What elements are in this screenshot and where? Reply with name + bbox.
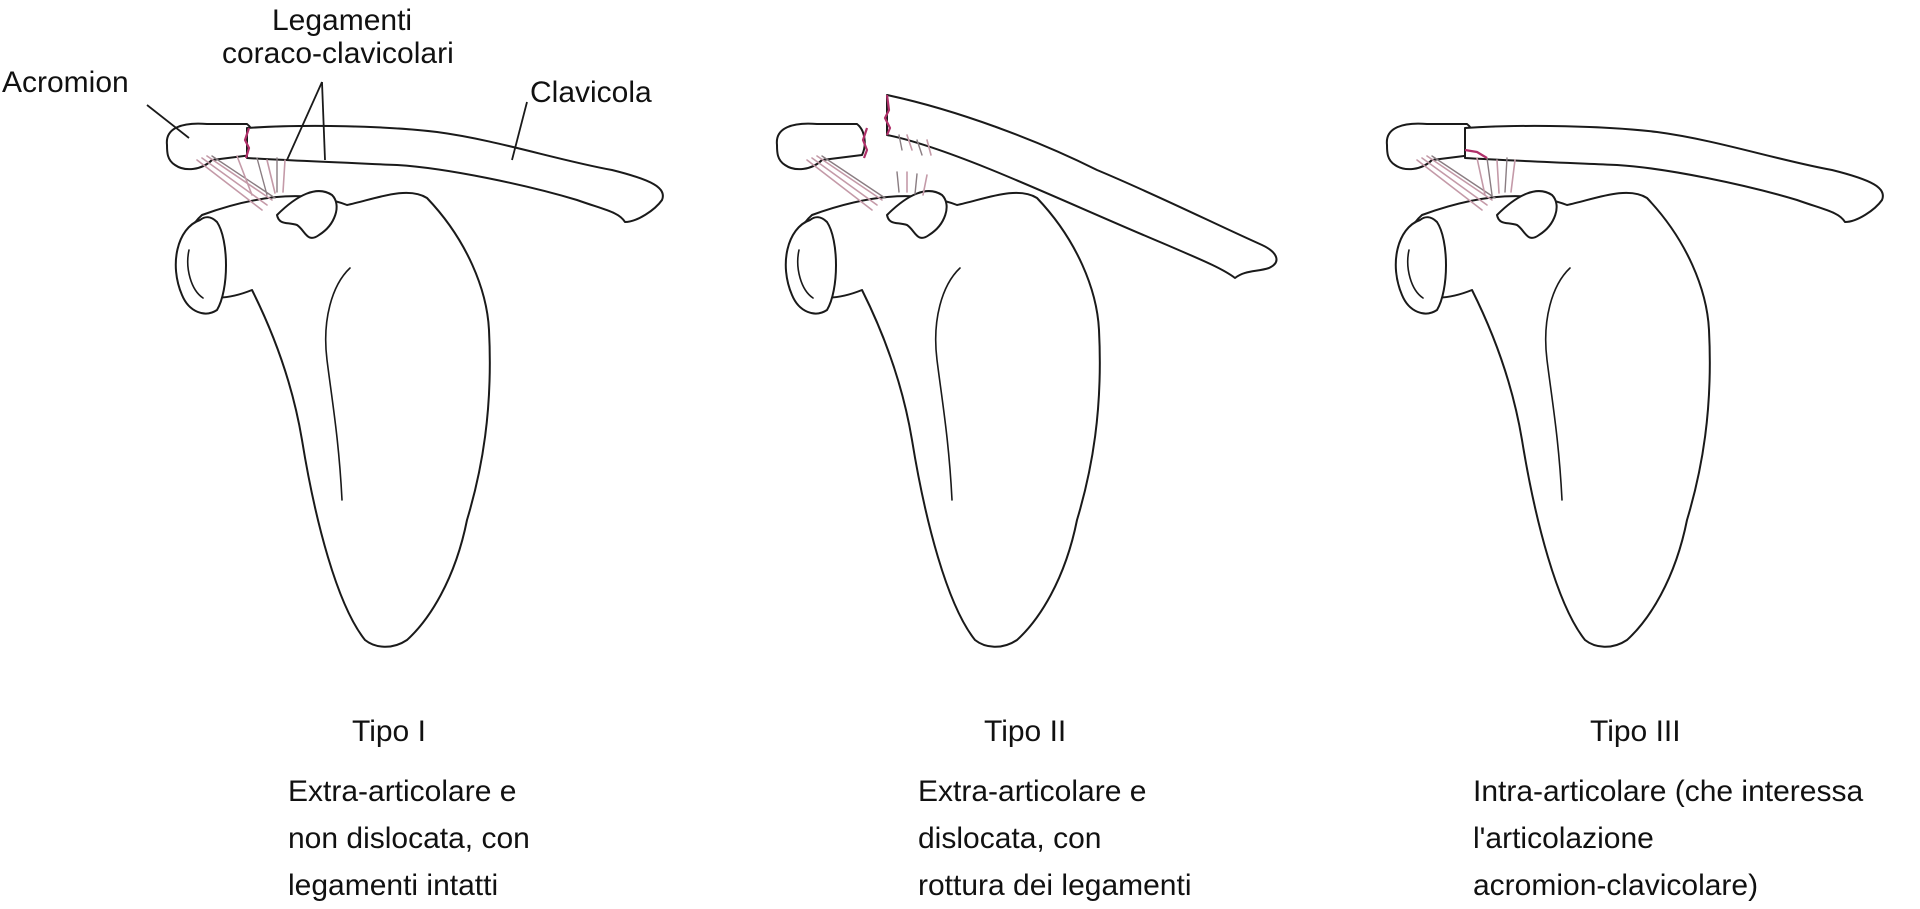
clavicle-shape [1464, 124, 1884, 223]
label-ligaments-line1: Legamenti [272, 4, 413, 37]
label-clavicle: Clavicola [530, 76, 652, 109]
ligament-fibers [196, 155, 286, 211]
fracture-line [883, 94, 892, 136]
panel-3-title: Tipo III [1590, 715, 1681, 748]
fracture-line [1464, 148, 1488, 159]
fracture-line [243, 127, 251, 159]
clavicle-shape [886, 94, 1278, 279]
panel-3-description: Intra-articolare (che interessa l'artico… [1473, 775, 1864, 902]
clavicle-shape [246, 124, 664, 223]
ligament-fibers [806, 134, 932, 211]
scapula-type-1 [146, 81, 664, 648]
panel-2-title: Tipo II [984, 715, 1067, 748]
ligament-fibers [1416, 155, 1516, 211]
label-ligaments-line2: coraco-clavicolari [222, 37, 454, 70]
panel-1-title: Tipo I [352, 715, 426, 748]
scapula-type-3 [1385, 122, 1884, 648]
panel-2-description: Extra-articolare e dislocata, con rottur… [918, 775, 1192, 902]
panel-1-description: Extra-articolare e non dislocata, con le… [288, 775, 530, 902]
label-acromion: Acromion [2, 66, 129, 99]
scapula-type-2 [775, 94, 1278, 648]
